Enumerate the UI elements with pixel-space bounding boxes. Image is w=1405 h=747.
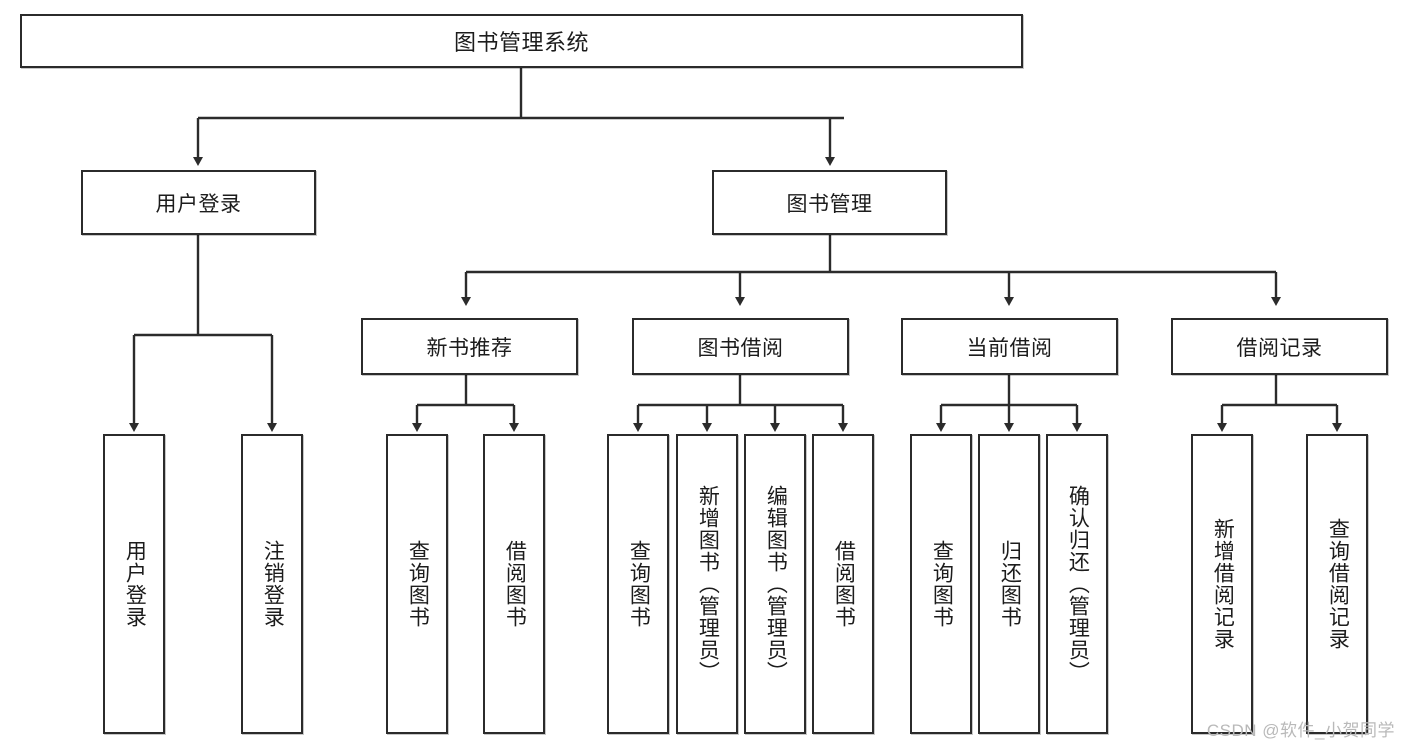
- node-root-system-label: 图书管理系统: [453, 30, 589, 55]
- leaf-current-borrow-1[interactable]: 查询图书: [910, 434, 972, 734]
- node-root-system[interactable]: 图书管理系统: [20, 14, 1023, 68]
- leaf-current-borrow-3[interactable]: 确认归还（管理员）: [1046, 434, 1108, 734]
- leaf-new-book-1-label: 查询图书: [406, 540, 430, 628]
- leaf-book-borrow-4-label: 借阅图书: [832, 540, 856, 628]
- leaf-borrow-record-2-label: 查询借阅记录: [1326, 518, 1350, 650]
- leaf-user-login-2[interactable]: 注销登录: [241, 434, 303, 734]
- leaf-book-borrow-1[interactable]: 查询图书: [607, 434, 669, 734]
- leaf-current-borrow-3-label: 确认归还（管理员）: [1066, 485, 1090, 683]
- node-book-management-label: 图书管理: [786, 192, 873, 216]
- leaf-book-borrow-4[interactable]: 借阅图书: [812, 434, 874, 734]
- node-current-borrow[interactable]: 当前借阅: [901, 318, 1118, 375]
- leaf-borrow-record-1[interactable]: 新增借阅记录: [1191, 434, 1253, 734]
- leaf-new-book-1[interactable]: 查询图书: [386, 434, 448, 734]
- leaf-new-book-2-label: 借阅图书: [503, 540, 527, 628]
- leaf-borrow-record-1-label: 新增借阅记录: [1211, 518, 1235, 650]
- leaf-current-borrow-2[interactable]: 归还图书: [978, 434, 1040, 734]
- node-borrow-record-label: 借阅记录: [1236, 336, 1323, 360]
- leaf-book-borrow-3[interactable]: 编辑图书（管理员）: [744, 434, 806, 734]
- node-book-borrow-label: 图书借阅: [697, 336, 784, 360]
- node-borrow-record[interactable]: 借阅记录: [1171, 318, 1388, 375]
- watermark: CSDN @软件_小贺同学: [1206, 721, 1395, 740]
- node-user-login[interactable]: 用户登录: [81, 170, 316, 235]
- leaf-current-borrow-2-label: 归还图书: [998, 540, 1022, 628]
- node-book-borrow[interactable]: 图书借阅: [632, 318, 849, 375]
- leaf-current-borrow-1-label: 查询图书: [930, 540, 954, 628]
- leaf-user-login-1-label: 用户登录: [123, 540, 147, 628]
- leaf-new-book-2[interactable]: 借阅图书: [483, 434, 545, 734]
- leaf-user-login-2-label: 注销登录: [261, 540, 285, 628]
- leaf-user-login-1[interactable]: 用户登录: [103, 434, 165, 734]
- node-new-book-recommend-label: 新书推荐: [426, 336, 513, 360]
- node-book-management[interactable]: 图书管理: [712, 170, 947, 235]
- leaf-book-borrow-1-label: 查询图书: [627, 540, 651, 628]
- leaf-borrow-record-2[interactable]: 查询借阅记录: [1306, 434, 1368, 734]
- node-new-book-recommend[interactable]: 新书推荐: [361, 318, 578, 375]
- leaf-book-borrow-3-label: 编辑图书（管理员）: [764, 485, 788, 683]
- leaf-book-borrow-2-label: 新增图书（管理员）: [696, 485, 720, 683]
- node-user-login-label: 用户登录: [155, 192, 242, 216]
- node-current-borrow-label: 当前借阅: [966, 336, 1053, 360]
- leaf-book-borrow-2[interactable]: 新增图书（管理员）: [676, 434, 738, 734]
